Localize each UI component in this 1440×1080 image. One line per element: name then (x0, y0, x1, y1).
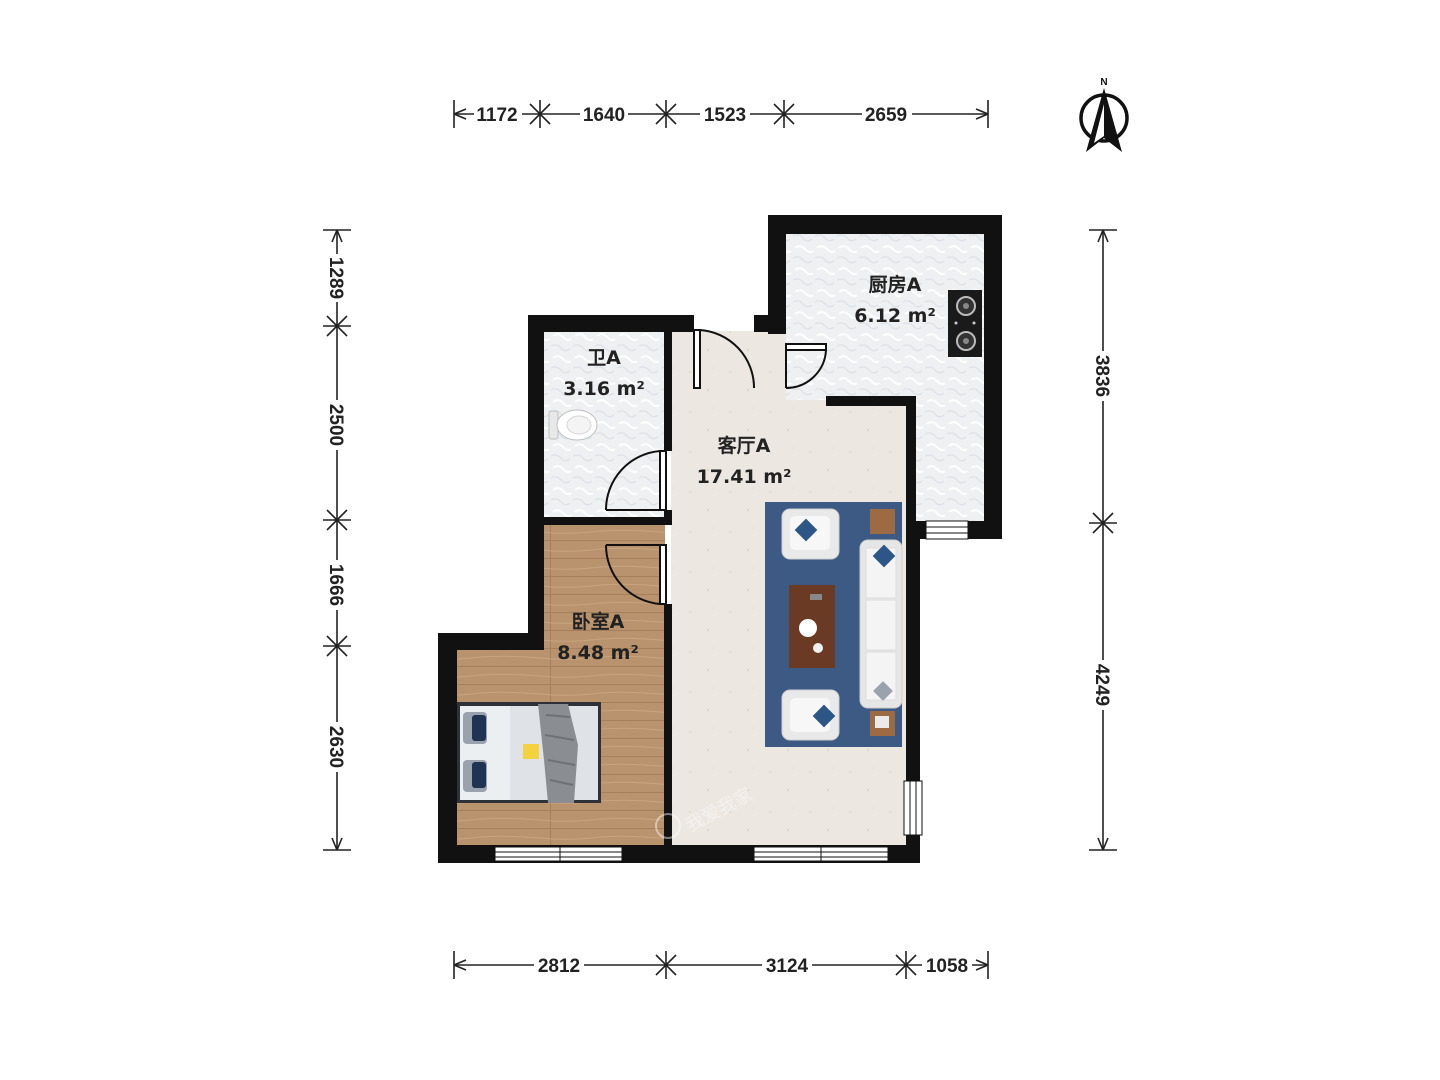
bathroom-door-icon (604, 450, 667, 511)
dimension-label-left-2: 2500 (325, 404, 346, 446)
living-wall-right (906, 521, 920, 863)
living-wall-top (754, 315, 768, 332)
north-arrow-icon: N (1079, 77, 1129, 152)
coffee-table-icon (789, 585, 835, 668)
bedroom-window-icon (494, 846, 623, 862)
bedroom-living-wall (664, 604, 672, 845)
kitchen-door-icon (785, 343, 827, 390)
bedroom-living-wall (664, 510, 672, 525)
dimension-label-left-3: 1666 (325, 564, 346, 606)
living-window-icon (753, 846, 889, 862)
side-table-icon (870, 509, 895, 534)
bed-icon (457, 702, 601, 803)
bathroom-wall-left (528, 315, 544, 645)
kitchen-area: 6.12 m² (854, 305, 936, 327)
bathroom-wall-right (664, 331, 672, 451)
bedroom-wall-left (438, 633, 457, 863)
living-name: 客厅A (718, 434, 771, 457)
walls (438, 215, 1002, 863)
dimension-label-bottom-2: 3124 (766, 956, 809, 977)
living-area: 17.41 m² (697, 466, 792, 488)
kitchen-living-wall (906, 396, 916, 526)
bedroom-door-icon (604, 544, 667, 605)
kitchen-wall-bottom (968, 521, 1002, 539)
dimension-right-labels: 3836 4249 (1091, 351, 1113, 710)
living-furniture (765, 502, 903, 747)
kitchen-wall-top (768, 215, 1002, 234)
kitchen-window-icon (925, 520, 969, 540)
armchair-icon (781, 689, 840, 741)
doors (604, 329, 827, 605)
stove-icon (948, 290, 982, 357)
side-table-icon (870, 711, 895, 736)
kitchen-name: 厨房A (869, 273, 922, 296)
bathroom-area: 3.16 m² (563, 378, 645, 400)
north-label: N (1100, 77, 1107, 88)
dimension-label-right-1: 3836 (1091, 355, 1112, 397)
dimension-label-top-3: 1523 (704, 105, 746, 126)
kitchen-wall-right (984, 215, 1002, 539)
dimension-left-labels: 1289 2500 1666 2630 (325, 254, 347, 772)
dimension-label-top-2: 1640 (583, 105, 625, 126)
entry-door-icon (693, 329, 756, 389)
dimension-right (1089, 229, 1117, 851)
windows (494, 520, 969, 862)
sofa-icon (859, 539, 903, 709)
dimension-label-left-4: 2630 (325, 726, 346, 768)
room-labels: 厨房A 6.12 m² 卫A 3.16 m² 客厅A 17.41 m² 卧室A … (557, 273, 936, 664)
living-side-window-icon (903, 780, 923, 836)
dimension-label-left-1: 1289 (325, 257, 346, 299)
dimension-label-right-2: 4249 (1091, 664, 1112, 706)
dimension-label-bottom-1: 2812 (538, 956, 580, 977)
living-wall-top (528, 315, 694, 332)
bedroom-area: 8.48 m² (557, 642, 639, 664)
toilet-icon (548, 409, 598, 441)
kitchen-living-wall (826, 396, 914, 406)
kitchen-wall-left (768, 215, 786, 334)
dimension-top-labels: 1172 1640 1523 2659 (474, 104, 912, 126)
dimension-label-top-4: 2659 (865, 105, 907, 126)
bedroom-wall-step (438, 633, 544, 650)
dimension-label-top-1: 1172 (476, 105, 517, 126)
dimension-bottom-labels: 2812 3124 1058 (534, 955, 972, 977)
dimension-label-bottom-3: 1058 (926, 956, 968, 977)
bathroom-bedroom-wall (528, 517, 672, 525)
armchair-icon (781, 508, 840, 560)
bedroom-name: 卧室A (572, 610, 625, 633)
bathroom-name: 卫A (587, 347, 621, 369)
